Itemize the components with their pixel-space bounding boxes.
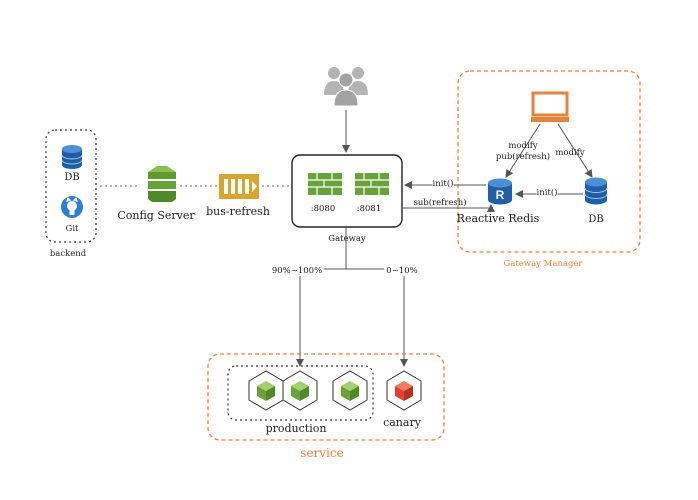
backend-db-icon	[61, 145, 83, 169]
svg-text:R: R	[496, 188, 505, 202]
canary-node-icon	[386, 370, 422, 411]
production-share-label: 90%~100%	[269, 266, 325, 276]
users-icon	[324, 67, 368, 107]
firewall-icon	[308, 173, 342, 195]
gateway-manager-group	[457, 70, 641, 253]
backend-label: backend	[49, 249, 87, 259]
config-server-icon	[148, 166, 176, 202]
gateway-port-b: :8081	[356, 204, 382, 214]
bus-refresh-icon	[219, 174, 259, 199]
redis-icon: R	[488, 178, 512, 205]
production-label: production	[265, 422, 327, 435]
git-label: Git	[65, 224, 79, 234]
canary-share-label: 0~10%	[384, 266, 420, 276]
production-node-icon	[332, 370, 368, 411]
edge-init-db-label: init()	[536, 188, 558, 198]
bus-refresh-label: bus-refresh	[206, 205, 270, 218]
edge-init-gateway-label: init()	[432, 179, 454, 189]
redis-label: Reactive Redis	[456, 212, 540, 225]
manager-db-label: DB	[588, 214, 604, 225]
production-group	[227, 365, 374, 421]
edge-modify-pub-label: modify pub(refresh)	[495, 141, 551, 162]
production-node-icon	[282, 370, 318, 411]
edge-modify-label: modify	[555, 148, 585, 158]
backend-db-label: DB	[64, 172, 80, 183]
monitor-icon	[531, 91, 569, 122]
service-group	[207, 353, 445, 441]
manager-db-icon	[584, 177, 608, 205]
gateway-manager-label: Gateway Manager	[503, 259, 583, 269]
gateway-label: Gateway	[328, 234, 366, 244]
service-label: service	[300, 446, 344, 460]
gateway-port-a: :8080	[310, 204, 336, 214]
canary-label: canary	[383, 416, 421, 429]
firewall-icon	[355, 173, 389, 195]
edge-sub-refresh-label: sub(refresh)	[413, 198, 467, 208]
git-icon	[61, 196, 83, 218]
production-node-icon	[248, 370, 284, 411]
backend-group	[45, 129, 97, 243]
config-server-label: Config Server	[117, 209, 195, 222]
